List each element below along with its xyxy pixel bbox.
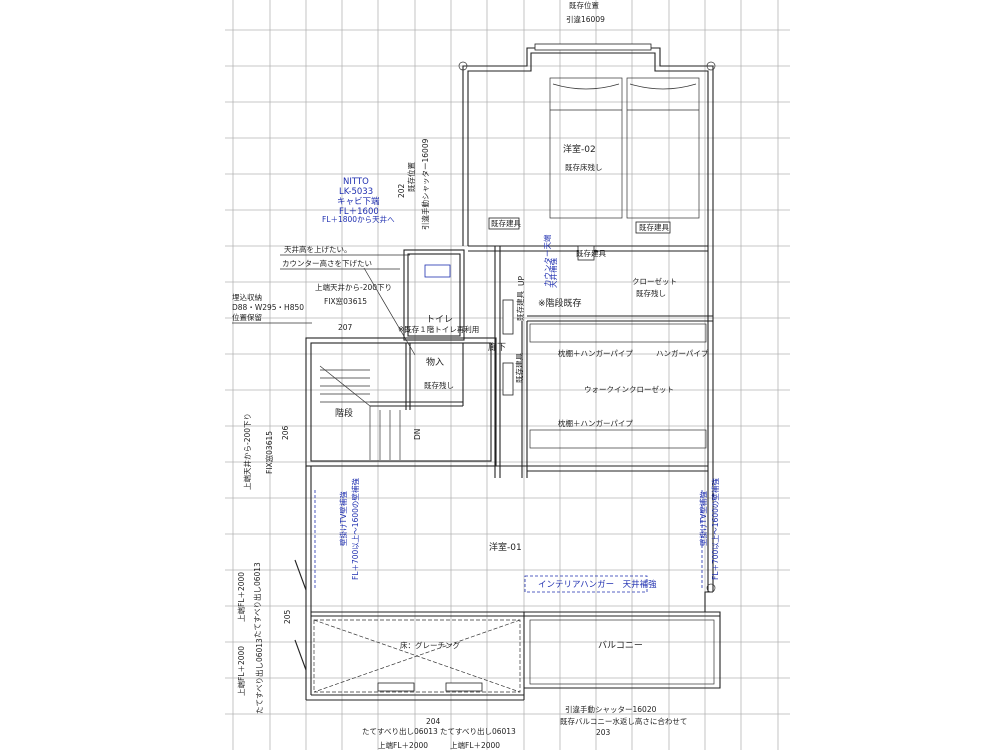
left-upper-1: 上端FL＋2000 <box>236 572 246 622</box>
nitto-model-5: FL＋1800から天井へ <box>322 214 395 224</box>
shelf-hanger-2: 枕棚＋ハンガーパイプ <box>558 418 633 428</box>
left-slide-1: たてすべり出し06013 <box>252 562 262 638</box>
toilet-reuse-note: ※既存１階トイレ再利用 <box>398 324 479 334</box>
ceiling-raise-note: 天井高を上げたい。 <box>284 244 352 254</box>
wall-tv-annotations: 壁掛けTV壁補強 FL＋700以上～1600の壁補強 壁掛けTV壁補強 FL＋7… <box>338 478 720 590</box>
floor-grating: 床：グレーチング <box>400 640 460 650</box>
left-fix-window: FIX窓03615 <box>264 431 274 474</box>
bottom-shutter: 引違手動シャッター16020 <box>565 704 657 714</box>
blue-annotations <box>314 264 703 593</box>
room-western-02: 洋室-02 <box>563 143 596 155</box>
top-labels: 既存位置 引違16009 <box>566 0 605 24</box>
counter-top-label: カウンター天端 <box>542 234 552 287</box>
storage-line-2: D88・W295・H850 <box>232 303 304 312</box>
bottom-annotations: 引違手動シャッター16020 既存バルコニー水返し高さに合わせて 203 204… <box>362 704 687 750</box>
room-mono-ire: 物入 <box>426 356 444 368</box>
storage-line-1: 埋込収納 <box>232 292 262 302</box>
room-labels: 洋室-02 既存床残し トイレ ※既存１階トイレ再利用 物入 既存残し 廊下 階… <box>335 143 709 651</box>
interior-hanger-note: インテリアハンガー 天井補強 <box>538 579 657 590</box>
hanger-pipe: ハンガーパイプ <box>656 348 709 358</box>
fix-window-note: FIX窓03615 <box>324 296 367 306</box>
counter-lower-note: カウンター高さを下げたい <box>282 258 372 268</box>
shelf-hanger-1: 枕棚＋ハンガーパイプ <box>558 348 633 358</box>
bottom-upper-1: 上端FL＋2000 <box>378 740 428 750</box>
left-ceiling-200: 上端天井から-200下り <box>242 413 252 490</box>
nitto-model-2: LK-5033 <box>339 187 373 197</box>
walls <box>294 43 721 701</box>
code-202: 202 <box>397 183 406 198</box>
wall-tv-left-1: 壁掛けTV壁補強 <box>338 491 348 546</box>
existing-fitting-2: 既存建具 <box>639 222 669 232</box>
storage-line-3: 位置保留 <box>232 312 262 322</box>
mono-ire-note: 既存残し <box>424 380 454 390</box>
bottom-balcony-note: 既存バルコニー水返し高さに合わせて <box>560 716 687 726</box>
bottom-upper-2: 上端FL＋2000 <box>450 740 500 750</box>
existing-fitting-3: 既存建具 <box>515 291 525 321</box>
room-western-02-note: 既存床残し <box>565 162 603 172</box>
room-corridor: 廊下 <box>488 341 506 353</box>
room-toilet: トイレ <box>426 315 453 325</box>
room-western-01: 洋室-01 <box>489 541 522 553</box>
left-code-205: 205 <box>283 609 292 624</box>
left-upper-2: 上端FL＋2000 <box>236 646 246 696</box>
nitto-model-4: FL＋1600 <box>339 207 379 217</box>
stairs-up: UP <box>517 276 526 286</box>
bottom-code-204: 204 <box>426 717 441 726</box>
wall-tv-right-2: FL＋700以上～1600の壁補強 <box>710 478 720 580</box>
vertical-existing-pos: 既存位置 <box>406 162 416 192</box>
room-stairs: 階段 <box>335 407 353 419</box>
stair-ceiling-reinforce: 天井補強 <box>548 258 558 288</box>
room-walk-in-closet: ウォークインクローゼット <box>584 384 674 394</box>
toilet-annotations: NITTO LK-5033 キャビ下端 FL＋1600 FL＋1800から天井へ… <box>232 138 558 356</box>
existing-fittings: 既存建具 既存建具 既存建具 既存建具 既存建具 <box>488 217 671 396</box>
vertical-shutter: 引違手動シャッター16009 <box>420 138 430 230</box>
left-code-206: 206 <box>281 425 290 440</box>
ceiling-from-200-note: 上端天井から-200下り <box>315 282 392 292</box>
bottom-code-203: 203 <box>596 728 611 737</box>
closet-note: 既存残し <box>636 288 666 298</box>
existing-fitting-5: 既存建具 <box>576 248 606 258</box>
stairs-existing: ※階段既存 <box>538 297 582 309</box>
nitto-model-1: NITTO <box>343 177 369 187</box>
wall-tv-right-1: 壁掛けTV壁補強 <box>698 491 708 546</box>
existing-fitting-1: 既存建具 <box>491 218 521 228</box>
bottom-slide-1: たてすべり出し06013 <box>362 726 438 736</box>
stairs-dn: DN <box>413 429 422 440</box>
left-slide-2: たてすべり出し06013 <box>254 638 264 714</box>
code-207: 207 <box>338 323 353 332</box>
left-side-annotations: 上端天井から-200下り FIX窓03615 206 上端FL＋2000 たてす… <box>236 413 292 714</box>
label-door-16009: 引違16009 <box>566 14 605 24</box>
room-closet: クローゼット <box>632 276 677 286</box>
room-balcony: バルコニー <box>598 640 643 651</box>
bottom-slide-2: たてすべり出し06013 <box>440 726 516 736</box>
nitto-model-3: キャビ下端 <box>337 196 380 207</box>
label-existing-position: 既存位置 <box>569 0 599 10</box>
existing-fitting-4: 既存建具 <box>514 353 524 383</box>
wall-tv-left-2: FL＋700以上～1600の壁補強 <box>350 478 360 580</box>
